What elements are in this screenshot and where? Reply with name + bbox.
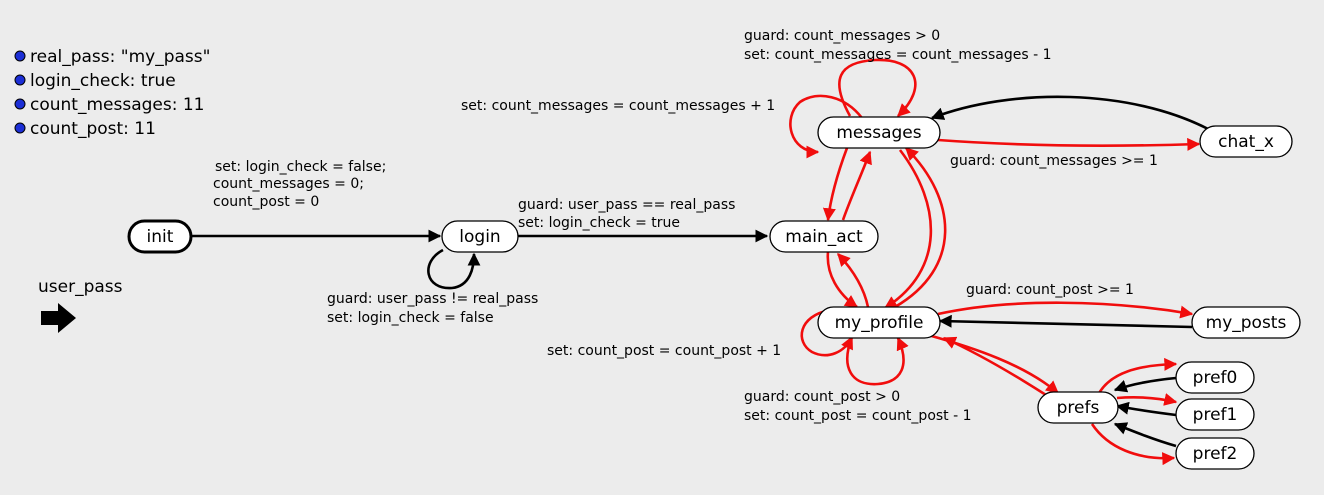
label-line: set: count_messages = count_messages + 1 [461, 98, 775, 114]
label-messages-self-top: guard: count_messages > 0 set: count_mes… [744, 28, 1051, 63]
edge-pref0-prefs [1113, 376, 1177, 393]
variable-dot [14, 122, 26, 134]
edge-prefs-pref0 [1096, 357, 1178, 396]
state-init[interactable]: init [127, 219, 193, 254]
state-login-label: login [459, 227, 500, 247]
edge-messages-my-profile [883, 149, 933, 310]
edge-messages-chat [937, 137, 1201, 151]
state-pref2-label: pref2 [1193, 444, 1238, 464]
variable-dot [14, 74, 26, 86]
variable-count-post: count_post: 11 [30, 119, 156, 139]
state-my-posts[interactable]: my_posts [1191, 306, 1301, 339]
state-init-label: init [147, 227, 174, 247]
edge-messages-main-act [822, 147, 849, 222]
edge-login-self [427, 248, 481, 290]
variable-dot [14, 50, 26, 62]
variable-real-pass: real_pass: "my_pass" [30, 47, 210, 67]
label-messages-chat: guard: count_messages >= 1 [950, 153, 1158, 169]
label-messages-self-left: set: count_messages = count_messages + 1 [461, 98, 775, 114]
state-messages[interactable]: messages [817, 116, 941, 149]
edge-my-profile-my-posts [937, 301, 1194, 319]
edge-prefs-pref1 [1116, 393, 1178, 406]
label-line: set: count_messages = count_messages - 1 [744, 47, 1051, 63]
edge-main-act-messages [841, 150, 872, 221]
edge-prefs-pref2 [1090, 423, 1176, 466]
state-messages-label: messages [836, 123, 921, 143]
label-login-main-act: guard: user_pass == real_pass set: login… [518, 197, 735, 231]
label-line: guard: count_messages >= 1 [950, 153, 1158, 169]
variable-dot [14, 98, 26, 110]
state-my-profile[interactable]: my_profile [817, 306, 941, 339]
edge-my-profile-messages [894, 147, 947, 309]
label-login-self: guard: user_pass != real_pass set: login… [327, 291, 538, 326]
edge-pref2-prefs [1113, 422, 1177, 448]
edge-my-profile-self-bottom [846, 336, 909, 386]
label-my-profile-self-bottom: guard: count_post > 0 set: count_post = … [744, 389, 972, 424]
state-pref1-label: pref1 [1193, 405, 1238, 425]
input-arrow-icon [41, 303, 76, 333]
state-chat-x-label: chat_x [1218, 132, 1274, 152]
state-pref0[interactable]: pref0 [1175, 361, 1255, 394]
label-line: count_messages = 0; [213, 176, 364, 192]
edge-my-profile-self-left [800, 308, 854, 357]
label-line: guard: user_pass != real_pass [327, 291, 538, 307]
label-line: set: count_post = count_post + 1 [547, 343, 781, 359]
edge-messages-self-top [838, 58, 917, 117]
state-prefs-label: prefs [1057, 398, 1100, 418]
label-line: count_post = 0 [213, 194, 319, 210]
state-my-profile-label: my_profile [835, 313, 924, 333]
edge-pref1-prefs [1115, 401, 1177, 417]
edge-main-act-my-profile [826, 251, 859, 309]
state-chat-x[interactable]: chat_x [1199, 125, 1293, 158]
label-line: guard: count_post >= 1 [966, 282, 1134, 298]
label-line: guard: count_post > 0 [744, 389, 900, 405]
state-pref0-label: pref0 [1193, 368, 1238, 388]
label-init-login: set: login_check = false; count_messages… [213, 159, 386, 210]
edge-prefs-my-profile [942, 336, 1047, 397]
variables-panel: real_pass: "my_pass" login_check: true c… [14, 47, 210, 139]
variable-count-messages: count_messages: 11 [30, 95, 204, 115]
variable-login-check: login_check: true [30, 71, 176, 91]
state-prefs[interactable]: prefs [1037, 391, 1119, 424]
state-pref2[interactable]: pref2 [1175, 437, 1255, 470]
state-login[interactable]: login [441, 220, 519, 253]
label-line: guard: count_messages > 0 [744, 28, 940, 44]
state-my-posts-label: my_posts [1206, 313, 1287, 333]
label-line: set: login_check = false [327, 310, 494, 326]
label-my-profile-self-left: set: count_post = count_post + 1 [547, 343, 781, 359]
label-line: set: count_post = count_post - 1 [744, 408, 972, 424]
label-line: set: login_check = true [518, 215, 680, 231]
state-main-act-label: main_act [785, 227, 863, 247]
input-label: user_pass [38, 277, 123, 297]
label-line: guard: user_pass == real_pass [518, 197, 735, 213]
edge-messages-self-left [789, 94, 864, 159]
edge-chat-messages [930, 95, 1211, 132]
label-line: set: login_check = false; [215, 159, 386, 175]
state-pref1[interactable]: pref1 [1175, 398, 1255, 431]
edge-my-profile-main-act [837, 253, 870, 308]
edge-my-posts-my-profile [938, 314, 1193, 329]
label-my-profile-my-posts: guard: count_post >= 1 [966, 282, 1134, 298]
state-main-act[interactable]: main_act [769, 220, 879, 253]
